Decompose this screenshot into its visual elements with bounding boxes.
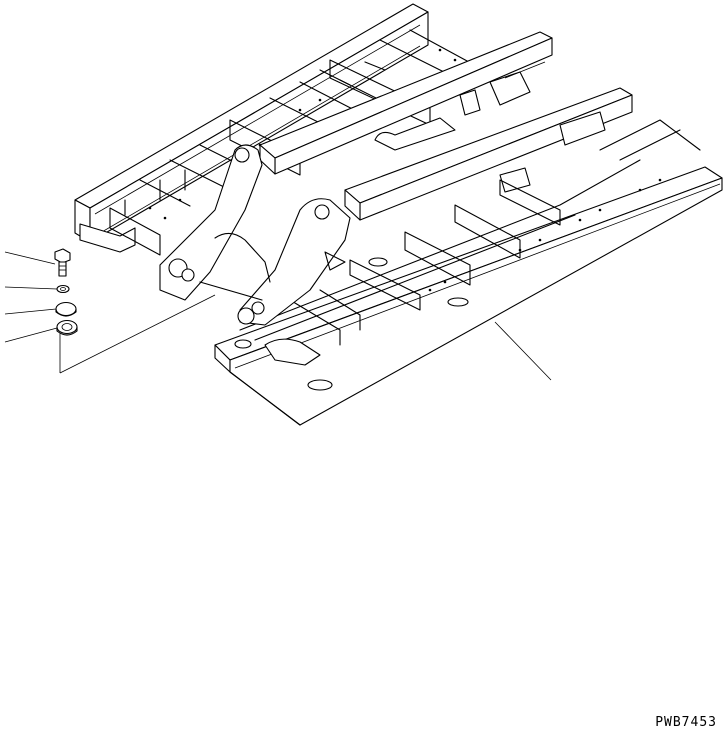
drawing-number: PWB7453 [655,715,717,730]
exploded-parts [54,248,78,336]
right-arm-beam [344,87,633,221]
collar [56,319,78,336]
lock-washer [56,284,70,294]
bolt [54,248,71,277]
plate-washer [55,301,77,317]
right-frame-rail [214,166,723,426]
leader-lines [4,251,552,381]
left-arm-beam [259,31,553,175]
left-frame-rail [74,3,429,253]
linkage-brackets [159,144,351,326]
right-frame-deck [234,119,701,391]
